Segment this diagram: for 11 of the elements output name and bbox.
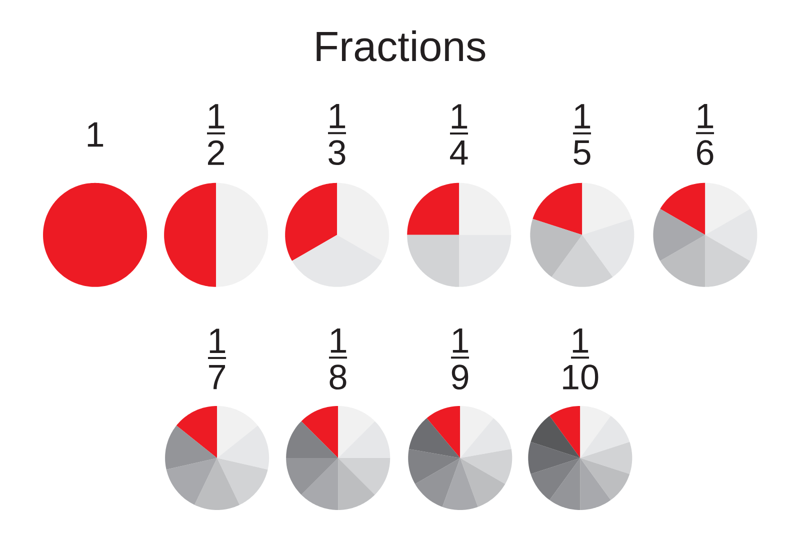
fraction: 1 8: [329, 328, 347, 390]
fraction: 1 4: [450, 104, 468, 165]
fraction: 1 3: [328, 104, 346, 166]
fraction: 1 2: [207, 104, 225, 165]
fraction: 1 9: [451, 328, 469, 390]
fraction: 1 10: [563, 328, 598, 390]
number: 1: [88, 122, 104, 147]
fraction: 1 5: [573, 104, 592, 165]
fraction: 1 6: [696, 104, 714, 166]
title: Fractions: [316, 30, 486, 62]
fraction: 1 7: [208, 328, 226, 390]
